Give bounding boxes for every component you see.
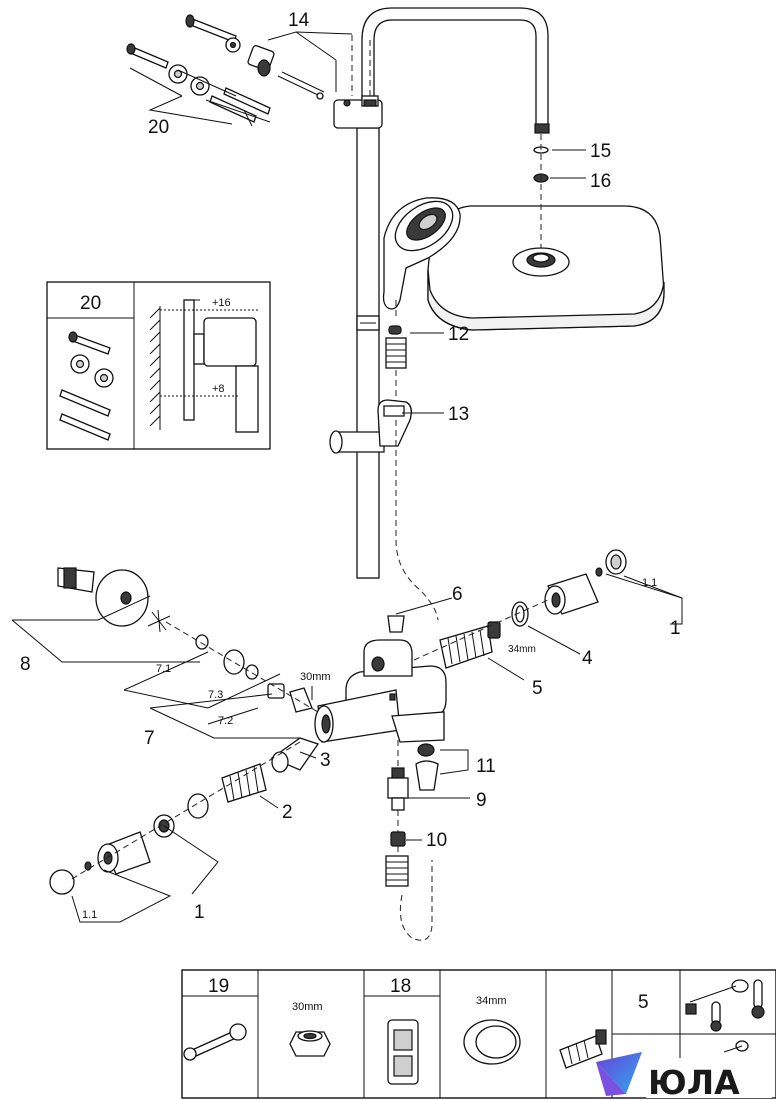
- wall-bracket-top: [333, 95, 383, 129]
- callout-20: 20: [148, 117, 169, 138]
- left-parts-group: [57, 567, 319, 713]
- callout-3: 3: [320, 750, 331, 771]
- callout-4: 4: [582, 648, 593, 669]
- callout-10: 10: [426, 830, 447, 851]
- callout-1-1-right: 1.1: [642, 577, 657, 589]
- dimension-34mm: 34mm: [508, 644, 536, 655]
- tool-number-19: 19: [208, 976, 229, 997]
- part-14-screw-set: [185, 14, 325, 100]
- callout-6: 6: [452, 584, 463, 605]
- callout-8: 8: [20, 654, 31, 675]
- wrench-icon: [183, 1023, 247, 1061]
- callout-11: 11: [476, 756, 496, 777]
- thermometer-icon: [710, 979, 765, 1032]
- part-9-outlet: [387, 767, 409, 811]
- part-11-diverter: [415, 743, 439, 791]
- callout-1-right: 1: [670, 618, 681, 639]
- hand-shower: [382, 197, 461, 404]
- tool-number-5: 5: [638, 992, 649, 1013]
- sleeve-tool-icon: [387, 1019, 419, 1085]
- cartridge-icon: [559, 1029, 607, 1069]
- shower-holder-slider: [329, 399, 412, 454]
- shower-riser-pipe: [356, 7, 550, 579]
- callout-7-1: 7.1: [156, 663, 171, 675]
- inset-title: 20: [80, 293, 101, 314]
- callout-7-2: 7.2: [218, 715, 233, 727]
- callout-7: 7: [144, 728, 155, 749]
- brand-logo: ЮЛА: [596, 1052, 772, 1100]
- callout-9: 9: [476, 790, 487, 811]
- callout-12: 12: [448, 324, 469, 345]
- callout-2: 2: [282, 802, 293, 823]
- callout-1-1-left: 1.1: [82, 909, 97, 921]
- part-20-fixing-set: [126, 43, 271, 127]
- thermostat-mixer-body: [314, 615, 447, 743]
- part-10-hose-nut: [385, 831, 409, 887]
- tool-number-18: 18: [390, 976, 411, 997]
- installation-inset: [46, 281, 271, 450]
- callout-1-left: 1: [194, 902, 205, 923]
- inset-offset-top: +16: [212, 297, 231, 309]
- tool-label-30mm: 30mm: [292, 1001, 323, 1013]
- callout-16: 16: [590, 171, 611, 192]
- callout-15: 15: [590, 141, 611, 162]
- lower-left-parts-group: [49, 737, 320, 895]
- tool-table: 19 30mm 18 34mm 5: [181, 969, 776, 1099]
- valve-assembly-icon: [685, 979, 749, 1053]
- ring-34mm-icon: [463, 1019, 521, 1065]
- tool-label-34mm: 34mm: [476, 995, 507, 1007]
- dimension-30mm: 30mm: [300, 671, 331, 683]
- leader-lines: [11, 67, 683, 923]
- callout-14: 14: [288, 10, 310, 31]
- inset-offset-bottom: +8: [212, 383, 225, 395]
- head-shower: [427, 134, 665, 331]
- callout-7-3: 7.3: [208, 689, 223, 701]
- callout-13: 13: [448, 404, 469, 425]
- brand-name: ЮЛА: [648, 1063, 740, 1100]
- nut-30mm-icon: [289, 1030, 331, 1057]
- right-parts-group: [413, 549, 627, 669]
- brand-logo-mark-icon: [596, 1052, 642, 1094]
- callout-5: 5: [532, 678, 543, 699]
